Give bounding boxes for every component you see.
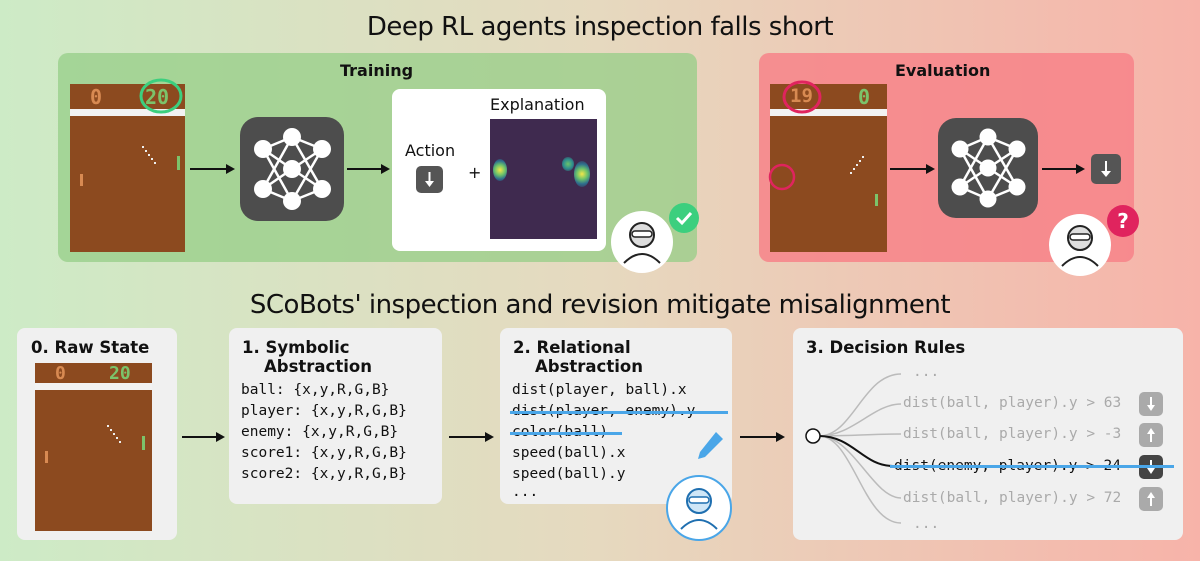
down-arrow-icon <box>1101 161 1111 177</box>
symbolic-abstraction-card: 1. Symbolic Abstraction ball: {x,y,R,G,B… <box>229 328 442 504</box>
up-arrow-icon <box>1147 492 1155 506</box>
check-badge <box>669 203 699 233</box>
list-item: ball: {x,y,R,G,B} <box>241 382 390 398</box>
raw-enemy-paddle <box>142 436 145 450</box>
training-player-paddle <box>80 174 83 186</box>
bottom-title: SCoBots' inspection and revision mitigat… <box>249 290 951 320</box>
decision-rule: dist(ball, player).y > -3 <box>903 426 1122 442</box>
user-icon <box>680 488 718 530</box>
list-item: enemy: {x,y,R,G,B} <box>241 424 399 440</box>
raw-ball-trail <box>107 425 121 443</box>
evaluation-enemy-paddle <box>875 194 878 206</box>
training-score-right: 20 <box>145 85 170 109</box>
list-item: ... <box>512 484 539 500</box>
top-title: Deep RL agents inspection falls short <box>366 12 834 42</box>
training-label: Training <box>340 61 414 80</box>
rule-ellipsis: ... <box>913 516 940 532</box>
down-arrow-icon <box>1147 397 1155 411</box>
evaluation-score-highlight <box>782 80 822 114</box>
symbolic-object-list: ball: {x,y,R,G,B} player: {x,y,R,G,B} en… <box>241 380 407 485</box>
raw-state-title: 0. Raw State <box>31 338 150 357</box>
evaluation-ball-trail <box>850 156 864 174</box>
evaluation-network-box <box>938 118 1038 218</box>
explanation-card: Action + Explanation <box>392 89 606 251</box>
relational-abstraction-card: 2. Relational Abstraction dist(player, b… <box>500 328 732 504</box>
symbolic-title-line1: 1. Symbolic <box>242 338 350 357</box>
pencil-icon <box>698 432 723 459</box>
saliency-heatmap <box>490 119 597 239</box>
removed-feature-strike <box>510 432 622 435</box>
raw-score-right: 20 <box>109 363 131 384</box>
arrow-icon <box>1042 164 1085 174</box>
check-icon <box>675 211 693 226</box>
list-item: dist(player, ball).x <box>512 382 687 398</box>
rule-action-up <box>1139 423 1163 447</box>
list-item: speed(ball).x <box>512 445 626 461</box>
arrow-icon <box>182 432 225 442</box>
arrow-icon <box>740 432 785 442</box>
user-icon <box>623 222 661 264</box>
training-action-button <box>416 166 443 193</box>
training-enemy-paddle <box>177 156 180 170</box>
raw-player-paddle <box>45 451 48 463</box>
raw-state-card: 0. Raw State 0 20 <box>17 328 177 540</box>
training-user <box>611 211 673 273</box>
user-icon <box>1061 225 1099 267</box>
removed-feature-strike <box>510 411 728 414</box>
list-item: score1: {x,y,R,G,B} <box>241 445 407 461</box>
down-arrow-icon <box>425 172 434 187</box>
raw-state-game-frame: 0 20 <box>35 363 152 531</box>
decision-rule: dist(ball, player).y > 63 <box>903 395 1122 411</box>
rule-ellipsis: ... <box>913 364 940 380</box>
decision-rules-card: 3. Decision Rules ... dist(ball, player)… <box>793 328 1183 540</box>
rule-action-up <box>1139 487 1163 511</box>
revising-user <box>666 475 732 541</box>
raw-score-left: 0 <box>55 363 66 384</box>
plus-sign: + <box>468 163 482 182</box>
arrow-icon <box>347 164 390 174</box>
decision-title: 3. Decision Rules <box>806 338 966 357</box>
action-label: Action <box>405 141 456 160</box>
list-item: player: {x,y,R,G,B} <box>241 403 407 419</box>
missing-paddle-highlight <box>768 163 796 191</box>
evaluation-score-right: 0 <box>858 85 871 109</box>
decision-tree-branches <box>805 373 902 524</box>
relational-title-line2: Abstraction <box>535 357 643 376</box>
rule-action-down <box>1139 392 1163 416</box>
up-arrow-icon <box>1147 428 1155 442</box>
arrow-icon <box>190 164 235 174</box>
training-ball-trail <box>142 146 156 164</box>
training-score-left: 0 <box>90 85 103 109</box>
arrow-icon <box>890 164 935 174</box>
decision-rule: dist(ball, player).y > 72 <box>903 490 1122 506</box>
evaluation-score-left: 19 <box>790 85 813 107</box>
removed-rule-strike <box>890 465 1174 468</box>
question-icon: ? <box>1107 205 1139 237</box>
list-item: score2: {x,y,R,G,B} <box>241 466 407 482</box>
evaluation-action-button <box>1091 154 1121 184</box>
neural-network-icon <box>951 128 1026 208</box>
arrow-icon <box>449 432 494 442</box>
evaluation-label: Evaluation <box>895 61 991 80</box>
neural-network-icon <box>254 128 331 210</box>
symbolic-title-line2: Abstraction <box>264 357 372 376</box>
evaluation-user <box>1049 214 1111 276</box>
explanation-label: Explanation <box>490 95 585 114</box>
relational-title-line1: 2. Relational <box>513 338 631 357</box>
training-network-box <box>240 117 344 221</box>
list-item: speed(ball).y <box>512 466 626 482</box>
training-score-highlight <box>139 78 183 114</box>
